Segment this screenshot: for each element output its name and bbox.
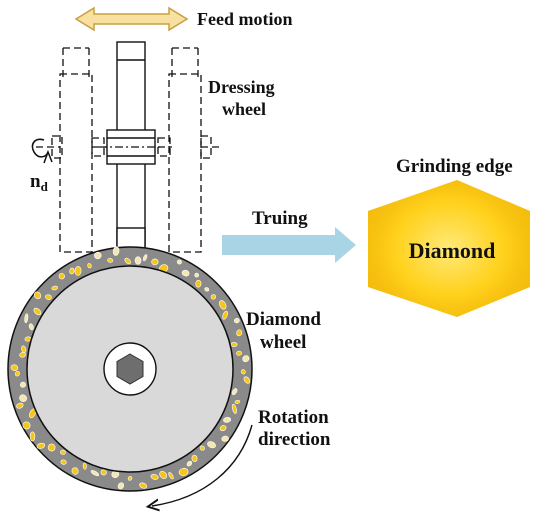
diamond-grit [219, 300, 227, 310]
rotation-label-line2: direction [258, 429, 331, 450]
diamond-grit [242, 355, 250, 363]
diamond-grit [36, 442, 46, 449]
dressing-wheel-label-line1: Dressing [208, 77, 275, 97]
diamond-grit [124, 257, 131, 265]
feed-motion-label: Feed motion [197, 9, 292, 29]
diamond-grit [82, 462, 87, 470]
diamond-grit [194, 272, 199, 278]
diamond-label: Diamond [409, 238, 496, 263]
diamond-grit [71, 467, 79, 475]
dressing-wheel-right-ghost [168, 47, 220, 253]
diamond-grit [20, 381, 26, 388]
nd-rotation-icon [31, 138, 53, 164]
diamond-grit [222, 310, 228, 320]
diamond-grit [150, 473, 159, 480]
rotation-label-line1: Rotation [258, 407, 329, 428]
diamond-grit [69, 267, 75, 275]
diamond-wheel [7, 246, 253, 492]
diamond-grit [90, 470, 100, 477]
diamond-grit [28, 323, 34, 331]
diamond-grit [112, 246, 120, 256]
diamond-wheel-label-line2: wheel [260, 332, 306, 353]
diamond-grit [159, 471, 168, 479]
diamond-grit [14, 371, 20, 377]
diamond-grit [19, 352, 26, 358]
grinding-edge-label: Grinding edge [396, 156, 513, 177]
diamond-grit [219, 425, 227, 432]
diamond-grit [186, 460, 193, 467]
diamond-grit [87, 263, 92, 269]
diamond-grit [139, 482, 148, 489]
diamond-grit [231, 403, 237, 414]
diamond-grit [74, 266, 82, 276]
diamond-grit [51, 285, 58, 291]
diamond-grit [134, 256, 142, 265]
feed-motion-arrow-icon [74, 6, 189, 32]
diamond-grit [191, 454, 198, 462]
diamond-grit [151, 258, 159, 266]
diamond-grit [168, 472, 174, 480]
diamond-grit [117, 482, 125, 490]
diamond-grit [33, 307, 42, 316]
diamond-grit [236, 329, 243, 337]
hex-bore-icon [116, 353, 144, 385]
diamond-grit [24, 313, 29, 324]
diamond-grit [204, 287, 210, 292]
dressing-wheel-label-line2: wheel [222, 99, 266, 119]
diamond-grit [176, 259, 182, 265]
dressing-wheel-left-ghost [36, 47, 93, 253]
truing-arrow-icon [222, 227, 356, 263]
diamond-wheel-label-line1: Diamond [246, 309, 321, 330]
diamond-grit [47, 443, 56, 452]
diamond-grit [100, 469, 107, 476]
diamond-grits [10, 246, 251, 490]
diamond-grit [223, 417, 232, 423]
diamond-grit [199, 445, 205, 451]
diamond-grit [107, 257, 114, 263]
diamond-grit [240, 369, 246, 375]
diamond-grit [21, 345, 27, 353]
diamond-grit [243, 376, 251, 384]
diamond-grit [233, 317, 240, 324]
dressing-wheel [99, 41, 163, 249]
diamond-grit [94, 251, 102, 260]
rotation-direction-arrow-icon [152, 424, 253, 506]
diamond-grit [22, 421, 31, 430]
diamond-grit [29, 431, 36, 442]
diamond-grit [236, 350, 242, 356]
diamond-grit [207, 441, 216, 449]
nd-label: nd [30, 171, 49, 194]
diamond-grit [230, 342, 238, 347]
diamond-grit [60, 449, 66, 455]
diamond-grit [33, 291, 42, 300]
truing-label: Truing [252, 208, 308, 229]
diamond-grit [181, 269, 190, 277]
diamond-grit [210, 294, 217, 300]
diamond-grit [195, 279, 202, 288]
diamond-grit [231, 388, 238, 396]
diamond-grit [234, 399, 241, 404]
diamond-grit [10, 364, 19, 371]
diamond-grit [178, 467, 189, 476]
diamond-grit [19, 394, 28, 402]
diamond-grit [16, 402, 24, 409]
diamond-grit [221, 435, 229, 442]
diamond-grit [45, 294, 52, 300]
diamond-grit [142, 254, 148, 262]
nd-subscript: d [41, 179, 49, 194]
diamond-grit [60, 459, 67, 465]
diamond-grit [127, 476, 133, 481]
diamond-grit [58, 273, 65, 280]
